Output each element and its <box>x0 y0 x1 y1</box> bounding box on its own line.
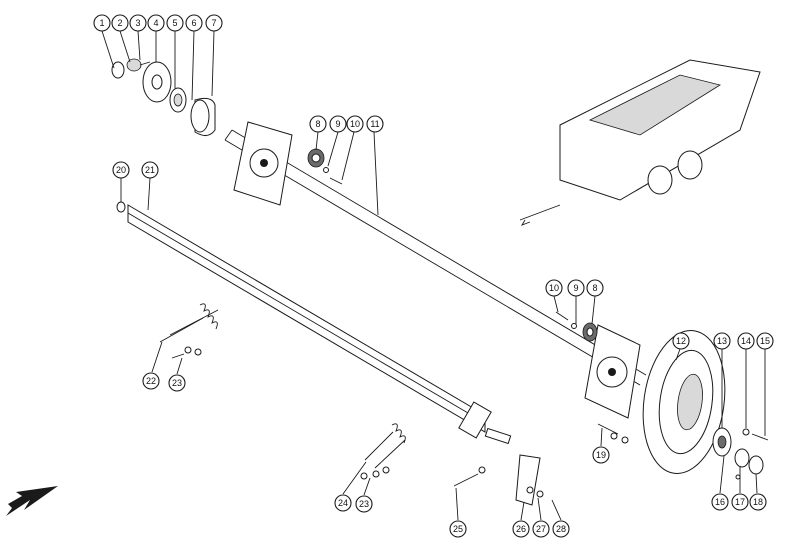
svg-text:1: 1 <box>99 18 104 28</box>
svg-text:18: 18 <box>753 497 763 507</box>
callout-10-upper: 10 <box>346 115 364 133</box>
callout-20: 20 <box>112 161 130 179</box>
svg-text:9: 9 <box>335 119 340 129</box>
callouts: 1 2 3 4 5 6 7 8 9 10 11 20 21 10 9 8 12 … <box>93 14 774 538</box>
lever-arm <box>453 427 544 506</box>
svg-text:14: 14 <box>741 336 751 346</box>
callout-10-lower: 10 <box>545 279 563 297</box>
callout-22: 22 <box>142 372 160 390</box>
disc-plate <box>642 329 726 475</box>
callout-15: 15 <box>756 332 774 350</box>
svg-text:8: 8 <box>592 283 597 293</box>
callout-4: 4 <box>147 14 165 32</box>
svg-text:3: 3 <box>135 18 140 28</box>
callout-5: 5 <box>166 14 184 32</box>
callout-2: 2 <box>111 14 129 32</box>
svg-text:10: 10 <box>549 283 559 293</box>
svg-text:7: 7 <box>211 18 216 28</box>
svg-text:9: 9 <box>573 283 578 293</box>
svg-text:26: 26 <box>516 524 526 534</box>
callout-8-lower: 8 <box>586 279 604 297</box>
callout-14: 14 <box>737 332 755 350</box>
callout-7: 7 <box>205 14 223 32</box>
svg-text:6: 6 <box>191 18 196 28</box>
lower-bearing-fasteners <box>555 311 598 342</box>
svg-text:17: 17 <box>735 497 745 507</box>
svg-text:5: 5 <box>172 18 177 28</box>
svg-text:22: 22 <box>146 376 156 386</box>
callout-17: 17 <box>731 493 749 511</box>
callout-23-lower: 23 <box>355 495 373 513</box>
callout-12: 12 <box>672 332 690 350</box>
callout-16: 16 <box>711 493 729 511</box>
callout-19: 19 <box>592 446 610 464</box>
svg-text:23: 23 <box>359 499 369 509</box>
callout-23-upper: 23 <box>168 374 186 392</box>
bolt-group-19 <box>597 423 629 444</box>
direction-arrow <box>6 486 58 516</box>
svg-text:12: 12 <box>676 336 686 346</box>
svg-text:27: 27 <box>536 524 546 534</box>
svg-text:20: 20 <box>116 165 126 175</box>
callout-26: 26 <box>512 520 530 538</box>
callout-9-lower: 9 <box>567 279 585 297</box>
callout-25: 25 <box>449 520 467 538</box>
callout-28: 28 <box>552 520 570 538</box>
main-shaft <box>224 129 647 386</box>
svg-text:21: 21 <box>145 165 155 175</box>
disc-fasteners <box>712 427 769 480</box>
baler-illustration <box>519 59 761 226</box>
svg-text:24: 24 <box>338 498 348 508</box>
leader-lines <box>101 30 766 521</box>
upper-bearing-fasteners <box>307 148 343 185</box>
callout-8-upper: 8 <box>309 115 327 133</box>
upper-hub-parts <box>111 58 216 136</box>
svg-text:28: 28 <box>556 524 566 534</box>
lower-spring <box>360 423 406 480</box>
callout-11: 11 <box>366 115 384 133</box>
svg-text:25: 25 <box>453 524 463 534</box>
svg-text:11: 11 <box>370 119 379 129</box>
svg-text:10: 10 <box>350 119 360 129</box>
svg-text:8: 8 <box>315 119 320 129</box>
callout-9-upper: 9 <box>329 115 347 133</box>
callout-18: 18 <box>749 493 767 511</box>
svg-text:19: 19 <box>596 450 606 460</box>
upper-bearing-plate <box>233 121 293 206</box>
svg-text:2: 2 <box>117 18 122 28</box>
callout-3: 3 <box>129 14 147 32</box>
callout-1: 1 <box>93 14 111 32</box>
long-tube <box>116 201 492 439</box>
svg-text:15: 15 <box>760 336 770 346</box>
callout-21: 21 <box>141 161 159 179</box>
callout-6: 6 <box>185 14 203 32</box>
svg-text:13: 13 <box>717 336 727 346</box>
svg-text:4: 4 <box>153 18 158 28</box>
callout-27: 27 <box>532 520 550 538</box>
lower-bearing-plate <box>584 324 641 419</box>
callout-24: 24 <box>334 494 352 512</box>
callout-13: 13 <box>713 332 731 350</box>
upper-spring <box>159 303 219 359</box>
svg-text:23: 23 <box>172 378 182 388</box>
svg-text:16: 16 <box>715 497 725 507</box>
